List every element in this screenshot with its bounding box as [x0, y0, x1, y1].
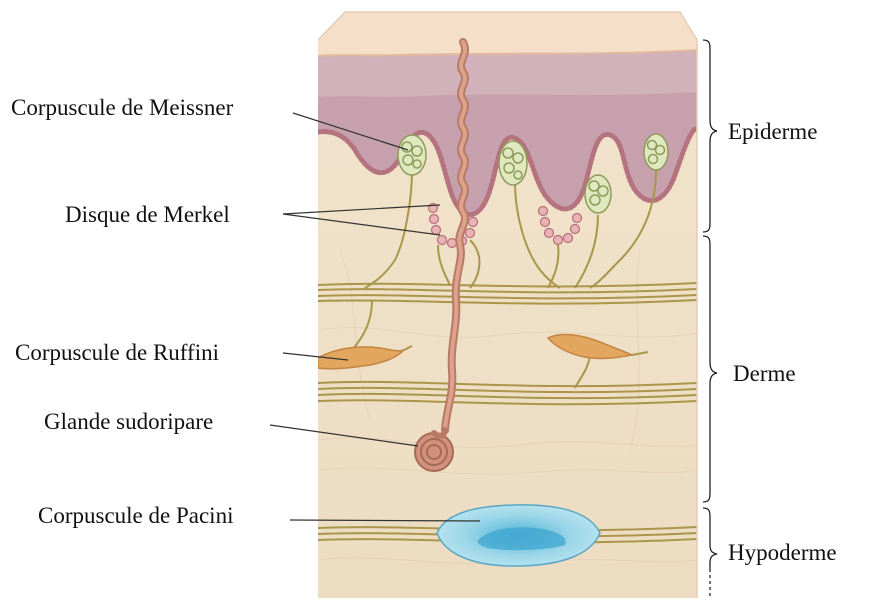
brace-epidermis	[703, 40, 717, 232]
label-meissner: Corpuscule de Meissner	[11, 95, 234, 120]
layer-braces	[703, 40, 717, 598]
layer-labels: Epiderme Derme Hypoderme	[728, 119, 837, 565]
label-epidermis: Epiderme	[728, 119, 817, 144]
skin-block	[318, 12, 698, 601]
label-pacini: Corpuscule de Pacini	[38, 503, 233, 528]
label-merkel: Disque de Merkel	[65, 202, 230, 227]
label-sweat-gland: Glande sudoripare	[44, 409, 213, 434]
label-dermis: Derme	[733, 361, 796, 386]
meissner-corpuscle-4	[644, 134, 668, 170]
meissner-corpuscle-2	[499, 141, 527, 185]
structure-labels: Corpuscule de Meissner Disque de Merkel …	[11, 95, 234, 528]
meissner-corpuscle-1	[398, 135, 426, 175]
brace-dermis	[703, 236, 717, 502]
label-hypodermis: Hypoderme	[728, 540, 837, 565]
brace-hypodermis	[703, 508, 717, 572]
meissner-corpuscle-3	[585, 175, 611, 213]
label-ruffini: Corpuscule de Ruffini	[15, 340, 219, 365]
skin-surface	[318, 12, 697, 56]
